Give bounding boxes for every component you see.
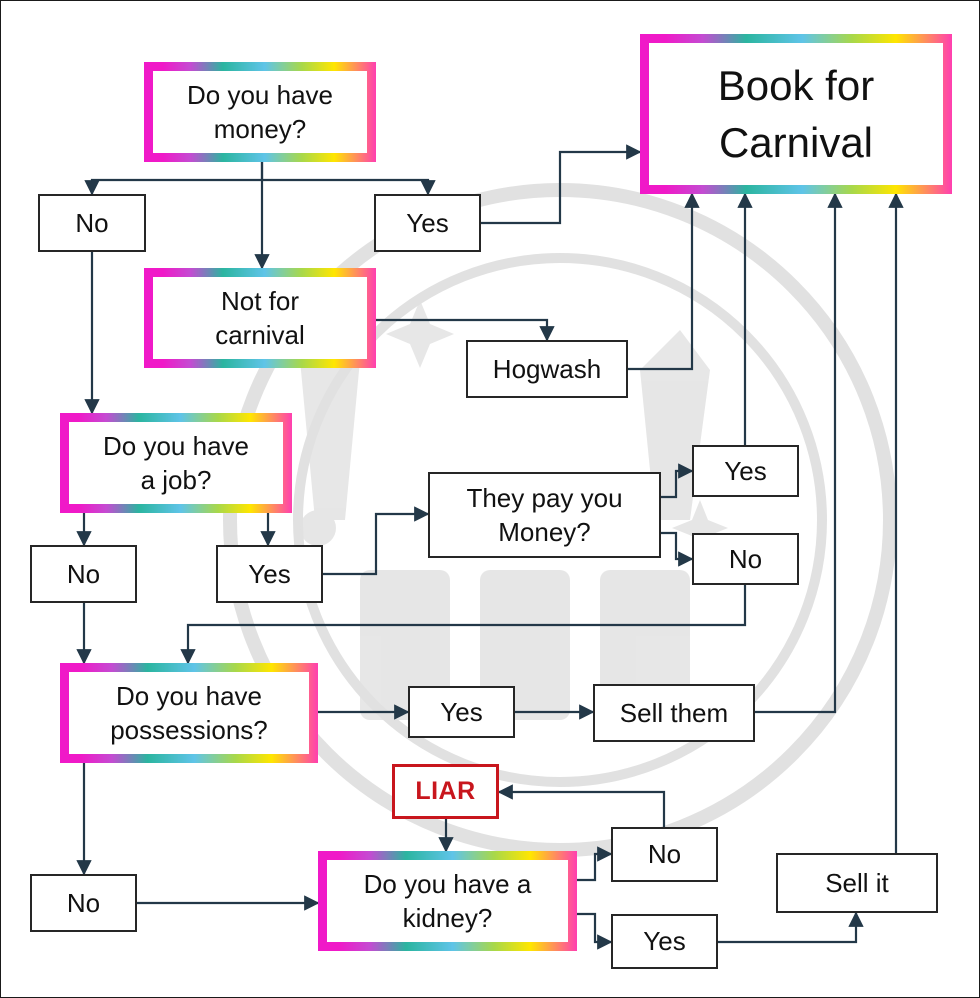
answer-pay-no: No xyxy=(692,533,799,585)
answer-money-yes: Yes xyxy=(374,194,481,252)
question-kidney: Do you have a kidney? xyxy=(318,851,577,951)
edge-q-money-to-money-no xyxy=(84,162,264,196)
answer-kidney-yes: Yes xyxy=(611,914,718,969)
edge-pay-no-to-q-possessions xyxy=(180,585,747,665)
sell-them-box: Sell them xyxy=(593,684,755,742)
not-for-carnival-box: Not for carnival xyxy=(144,268,376,368)
edge-money-yes-to-book-carnival xyxy=(481,144,642,225)
edge-not-carnival-to-hogwash xyxy=(376,318,555,342)
question-money: Do you have money? xyxy=(144,62,376,162)
edge-q-kidney-to-kidney-yes xyxy=(577,912,613,950)
question-pay-money: They pay you Money? xyxy=(428,472,661,558)
question-job: Do you have a job? xyxy=(60,413,292,513)
answer-job-no: No xyxy=(30,545,137,603)
question-possessions: Do you have possessions? xyxy=(60,663,318,763)
edge-q-kidney-to-kidney-no xyxy=(577,846,613,882)
edge-q-pay-to-pay-yes xyxy=(661,463,694,499)
edge-job-yes-to-q-pay xyxy=(323,506,430,576)
answer-money-no: No xyxy=(38,194,146,252)
answer-possessions-no: No xyxy=(30,874,137,932)
hogwash-box: Hogwash xyxy=(466,340,628,398)
book-for-carnival-box: Book for Carnival xyxy=(640,34,952,194)
edge-q-pay-to-pay-no xyxy=(661,531,694,567)
edge-kidney-no-to-liar xyxy=(497,784,666,827)
edge-q-money-to-money-yes xyxy=(262,178,436,196)
edge-kidney-yes-to-sell-it xyxy=(718,911,864,944)
answer-pay-yes: Yes xyxy=(692,445,799,497)
edge-sell-them-to-book-carnival xyxy=(755,192,843,714)
answer-possessions-yes: Yes xyxy=(408,686,515,738)
answer-job-yes: Yes xyxy=(216,545,323,603)
edge-hogwash-to-book-carnival xyxy=(628,192,700,371)
answer-kidney-no: No xyxy=(611,827,718,882)
sell-it-box: Sell it xyxy=(776,853,938,913)
liar-box: LIAR xyxy=(392,764,499,819)
